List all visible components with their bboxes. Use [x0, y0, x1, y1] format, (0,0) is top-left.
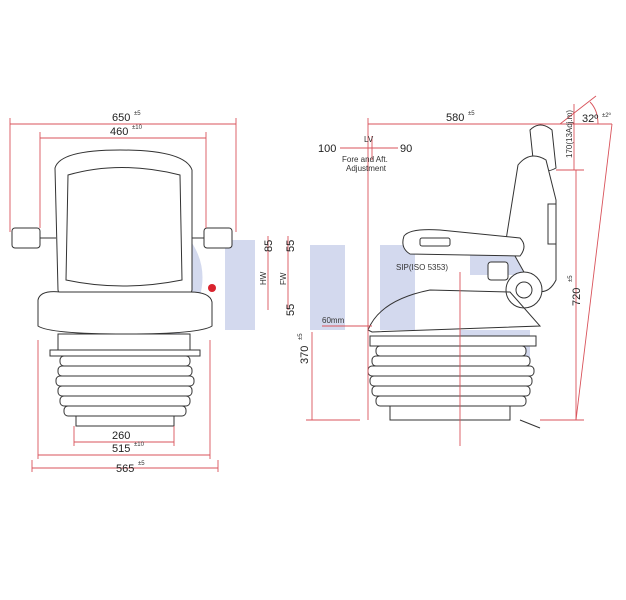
dim-260: 260 — [112, 430, 130, 442]
fore-aft-marker: LV — [364, 135, 374, 144]
front-dimensions: 650 ±5 460 ±10 260 515 ±10 565 ±5 — [9, 111, 237, 475]
side-view-seat — [367, 124, 557, 429]
dim-580: 580 — [446, 112, 464, 124]
sip-label: SIP(ISO 5353) — [396, 263, 448, 272]
dim-650-tol: ±5 — [134, 111, 141, 117]
angle-32: 32º — [582, 113, 598, 125]
middle-vertical-dimensions: HW 85 FW 55 55 370 ±5 — [259, 236, 360, 421]
side-bellows — [367, 345, 535, 421]
dim-515: 515 — [112, 443, 130, 455]
dim-720: 720 — [571, 288, 583, 306]
hw-label: HW — [259, 271, 268, 285]
dim-370-tol: ±5 — [298, 333, 304, 340]
fore-aft-90: 90 — [400, 143, 412, 155]
fw-value: 55 — [285, 240, 297, 252]
front-view-seat — [11, 149, 233, 427]
dim-565: 565 — [116, 463, 134, 475]
dim-170: 170(13Adj.m) — [565, 110, 574, 158]
fw-label: FW — [279, 272, 288, 285]
dim-460: 460 — [110, 126, 128, 138]
dim-650: 650 — [112, 112, 130, 124]
dim-580-tol: ±5 — [468, 111, 475, 117]
dim-60mm: 60mm — [322, 316, 345, 325]
angle-32-tol: ±2º — [602, 112, 612, 119]
hw-value: 85 — [263, 240, 275, 252]
fore-aft-100: 100 — [318, 143, 336, 155]
dim-565-tol: ±5 — [138, 461, 145, 467]
fore-aft-caption-2: Adjustment — [346, 164, 387, 173]
dim-370: 370 — [299, 346, 311, 364]
dim-720-tol: ±5 — [568, 275, 574, 282]
side-dimensions: 580 ±5 32º ±2º 170(13Adj.m) 720 ±5 SIP(I… — [318, 95, 613, 446]
dim-515-tol: ±10 — [134, 442, 145, 448]
front-bellows — [55, 355, 195, 427]
bottom-55-value: 55 — [285, 304, 297, 316]
fore-aft-caption-1: Fore and Aft. — [342, 155, 388, 164]
dim-460-tol: ±10 — [132, 125, 143, 131]
